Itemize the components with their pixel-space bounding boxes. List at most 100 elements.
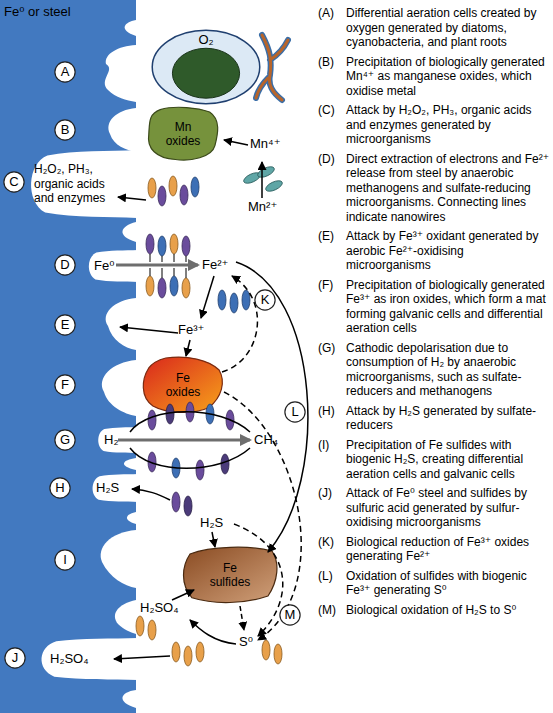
legend-letter: (F) [318, 278, 346, 336]
microbe [148, 620, 156, 640]
nanowire [150, 254, 151, 262]
node-text-box: H₂S [90, 474, 138, 502]
reaction-arrow [186, 340, 190, 356]
blob-outline [143, 357, 222, 412]
nanowire [186, 268, 187, 278]
species-label: Mn⁴⁺ [250, 136, 281, 152]
species-label: Fe³⁺ [178, 322, 204, 338]
reaction-arrow [261, 162, 263, 198]
microbe [264, 179, 284, 194]
microbe [226, 410, 234, 430]
microbe [169, 176, 177, 196]
microbe [262, 640, 270, 660]
microbe [230, 293, 238, 313]
reaction-arrow [212, 532, 215, 547]
microorganisms [136, 165, 284, 666]
plant-root [256, 35, 288, 100]
nanowire [174, 254, 175, 262]
node-label: H₂O₂, PH₃, organic acids and enzymes [34, 162, 118, 205]
nanowire [162, 256, 163, 262]
microbe [218, 290, 226, 310]
microbe [182, 236, 190, 256]
nanowire [162, 268, 163, 278]
pit [124, 458, 136, 470]
nanowire [150, 268, 151, 276]
microbe [191, 177, 199, 197]
legend-text: Biological reduction of Fe³⁺ oxides gene… [346, 535, 550, 564]
corrosion-pits [101, 20, 136, 708]
microbe [170, 276, 178, 296]
microbe [146, 276, 154, 296]
reaction-arrow [120, 327, 178, 333]
reaction-arrow [201, 276, 214, 318]
node-label: I [63, 552, 67, 568]
microbe [221, 454, 229, 474]
loop-line [130, 448, 250, 468]
microbe [242, 171, 262, 186]
circle-outline [55, 375, 75, 395]
node-text-box: O₂ [150, 28, 262, 106]
blob-outline [184, 547, 277, 602]
microbe [158, 186, 166, 206]
node-text-box: Fe sulfides [180, 545, 280, 605]
legend-letter: (A) [318, 6, 346, 50]
legend-row: (B)Precipitation of biologically generat… [318, 55, 550, 99]
node-label: A [61, 64, 70, 80]
node-text-box: H₂ [96, 427, 138, 453]
nanowire [186, 256, 187, 262]
pit [101, 530, 136, 588]
node-text-box: C [3, 171, 25, 193]
legend-text: Attack by H₂S generated by sulfate-reduc… [346, 404, 550, 433]
microbe [184, 646, 192, 666]
legend-letter: (H) [318, 404, 346, 433]
material-label: Fe⁰ or steel [4, 4, 71, 20]
node-text-box: G [54, 429, 76, 451]
node-text-box: L [284, 401, 306, 423]
microbe [274, 644, 282, 664]
node-text-box: Fe oxides [140, 355, 226, 415]
callout-circle: M [279, 604, 301, 626]
circle-outline [255, 290, 275, 310]
node-text-box: E [54, 314, 76, 336]
node-text-box: H₂SO₄ [36, 638, 138, 680]
pit-shape [31, 150, 137, 218]
legend-letter: (D) [318, 152, 346, 225]
legend-letter: (K) [318, 535, 346, 564]
root-core [256, 35, 288, 100]
legend-text: Oxidation of sulfides with biogenic Fe³⁺… [346, 569, 550, 598]
node-text-box: A [54, 61, 76, 83]
callout-circle: F [54, 374, 76, 396]
microbe [170, 234, 178, 254]
node-label: J [12, 650, 19, 666]
callout-circle: J [4, 647, 26, 669]
microbe [146, 234, 154, 254]
legend-row: (K)Biological reduction of Fe³⁺ oxides g… [318, 535, 550, 564]
legend-text: Biological oxidation of H₂S to S⁰ [346, 603, 550, 618]
node-text-box: H [49, 477, 71, 499]
node-label: Mn oxides [162, 120, 204, 149]
node-text-box: H₂O₂, PH₃, organic acids and enzymes [25, 150, 137, 218]
node-text-box: D [54, 254, 76, 276]
callout-circle: L [284, 401, 306, 423]
node-label: H [55, 480, 64, 496]
legend-letter: (M) [318, 603, 346, 618]
pit [102, 360, 136, 416]
pit-shape [98, 427, 138, 453]
pit [108, 108, 136, 152]
node-text-box: K [254, 289, 276, 311]
callout-circle: B [54, 119, 76, 141]
circle-outline [55, 120, 75, 140]
microbe [182, 278, 190, 298]
legend-row: (E)Attack by Fe³⁺ oxidant generated by a… [318, 229, 550, 273]
microbe [242, 290, 250, 310]
circle-outline [50, 478, 70, 498]
callout-circle: I [54, 549, 76, 571]
legend-row: (L)Oxidation of sulfides with biogenic F… [318, 569, 550, 598]
species-label: Fe²⁺ [202, 257, 228, 273]
loop-line [130, 412, 250, 432]
legend-row: (A)Differential aeration cells created b… [318, 6, 550, 50]
node-label: B [61, 122, 70, 138]
circle-outline [4, 172, 24, 192]
callout-circle: E [54, 314, 76, 336]
